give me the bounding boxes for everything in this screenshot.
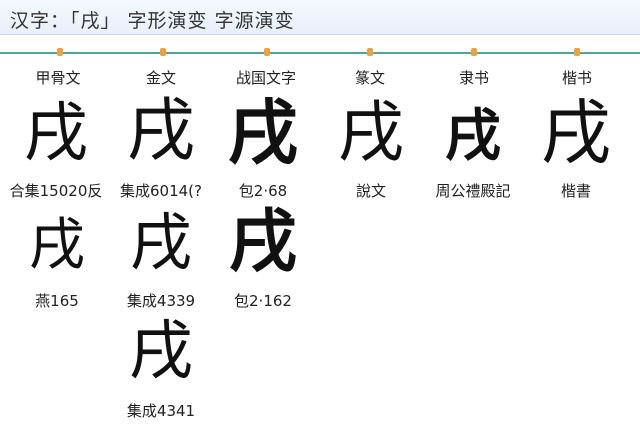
timeline-marker bbox=[367, 48, 373, 56]
specimen-glyph: 戌 bbox=[541, 92, 611, 174]
era-label-bronze: 金文 bbox=[145, 69, 176, 87]
specimen-glyph: 戌 bbox=[24, 97, 88, 171]
specimen-glyph: 戌 bbox=[445, 103, 501, 169]
timeline-marker bbox=[264, 48, 270, 56]
timeline-marker bbox=[471, 48, 477, 56]
specimen-source: 楷書 bbox=[560, 182, 591, 200]
timeline-line bbox=[0, 52, 640, 54]
specimen-glyph: 戌 bbox=[228, 91, 298, 174]
specimen-glyph: 戌 bbox=[228, 202, 297, 282]
specimen-source: 周公禮殿記 bbox=[435, 182, 511, 200]
specimen-glyph: 戌 bbox=[338, 94, 404, 171]
specimen-glyph: 戌 bbox=[126, 92, 195, 171]
timeline-marker bbox=[160, 48, 166, 56]
era-label-warring-states: 战国文字 bbox=[235, 69, 296, 87]
specimen-glyph: 戌 bbox=[129, 315, 193, 389]
page-header: 汉字：「戌」 字形演变 字源演变 bbox=[0, 0, 640, 35]
specimen-source: 包2·68 bbox=[238, 182, 288, 200]
timeline-marker bbox=[57, 48, 63, 56]
specimen-glyph: 戌 bbox=[29, 213, 85, 278]
era-label-oracle-bone: 甲骨文 bbox=[35, 69, 81, 87]
timeline-marker bbox=[574, 48, 580, 56]
era-label-seal: 篆文 bbox=[354, 69, 385, 87]
era-label-regular: 楷书 bbox=[561, 69, 592, 87]
era-label-clerical: 隶书 bbox=[458, 69, 489, 87]
specimen-source: 集成4339 bbox=[126, 292, 196, 310]
specimen-glyph: 戌 bbox=[129, 206, 192, 279]
specimen-source: 集成4341 bbox=[126, 402, 196, 420]
page-title: 汉字：「戌」 字形演变 字源演变 bbox=[10, 10, 295, 32]
specimen-source: 集成6014(? bbox=[120, 182, 202, 200]
specimen-source: 說文 bbox=[355, 182, 386, 200]
specimen-source: 燕165 bbox=[35, 292, 79, 310]
specimen-source: 合集15020反 bbox=[9, 182, 103, 200]
specimen-source: 包2·162 bbox=[234, 292, 292, 310]
